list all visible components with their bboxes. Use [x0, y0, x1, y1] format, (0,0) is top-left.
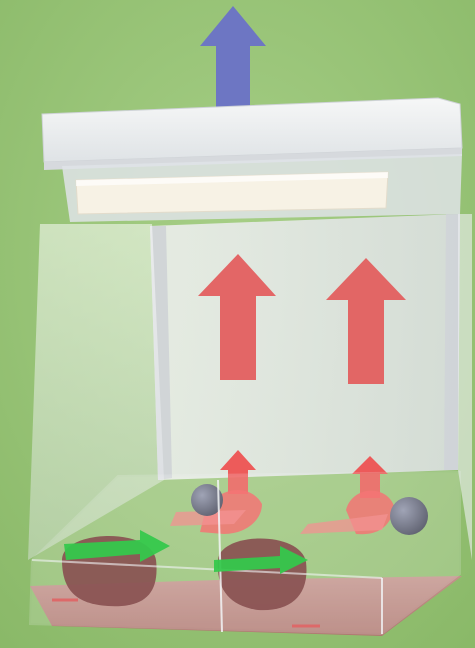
cabinet-back-panel — [150, 214, 460, 480]
